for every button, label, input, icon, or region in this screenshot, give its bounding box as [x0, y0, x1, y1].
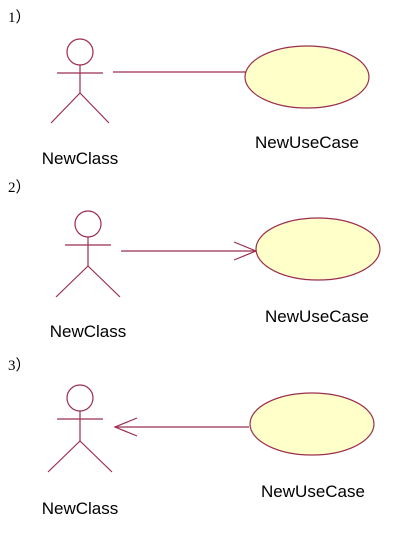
section-1: 1） NewClass NewUseCase	[8, 9, 370, 168]
actor-3-icon	[47, 384, 113, 473]
usecase-3-label: NewUseCase	[261, 482, 365, 501]
usecase-2-label: NewUseCase	[265, 307, 369, 326]
section-2-marker: 2）	[8, 179, 31, 196]
actor-2-label: NewClass	[50, 322, 127, 341]
usecase-1-ellipse	[244, 45, 370, 109]
association-3-arrow	[113, 417, 249, 437]
usecase-3-ellipse	[249, 392, 375, 456]
actor-1-label: NewClass	[42, 149, 119, 168]
section-2: 2） NewClass NewUseCase	[8, 179, 381, 341]
actor-3-label: NewClass	[42, 499, 119, 518]
actor-2-icon	[55, 210, 121, 298]
section-3: 3） NewClass NewUseCase	[8, 357, 375, 518]
actor-1-icon	[50, 38, 110, 124]
section-3-marker: 3）	[8, 357, 31, 374]
usecase-1-label: NewUseCase	[255, 133, 359, 152]
association-2-arrow	[121, 241, 258, 261]
section-1-marker: 1）	[8, 9, 31, 26]
usecase-2-ellipse	[255, 217, 381, 281]
